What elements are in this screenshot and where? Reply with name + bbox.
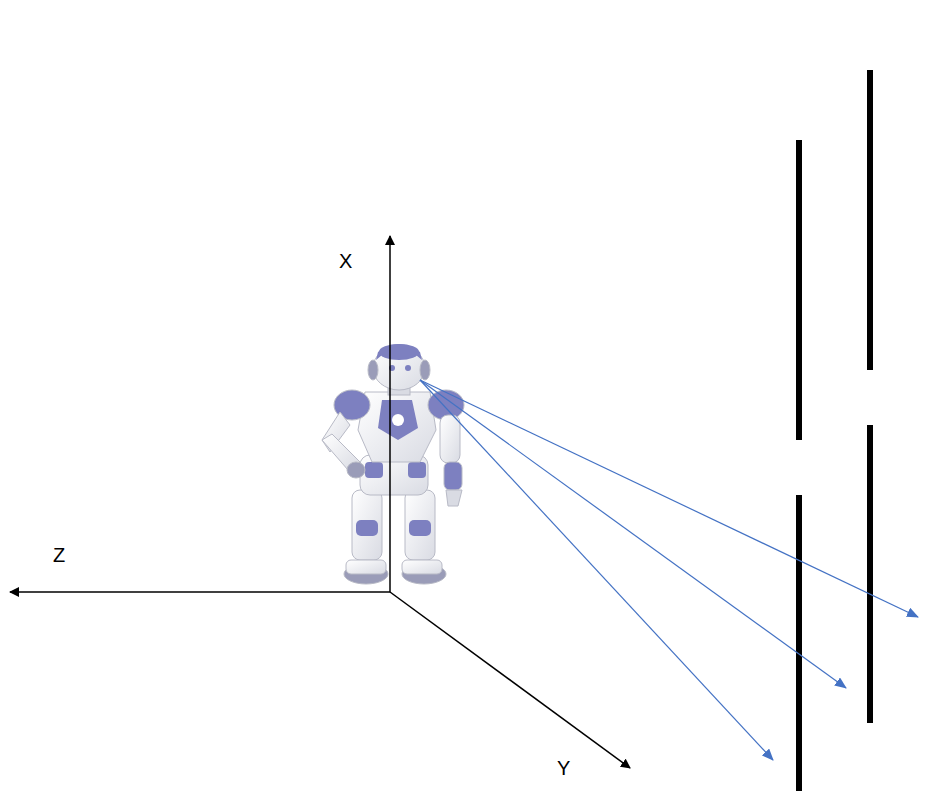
axis-label: X [339,251,352,271]
axis-label: Z [53,545,65,565]
wall-bars [799,70,870,791]
coordinate-axes [10,236,630,768]
nao-robot [322,344,464,584]
axis-label: Y [557,758,570,778]
sight-rays [420,380,918,760]
